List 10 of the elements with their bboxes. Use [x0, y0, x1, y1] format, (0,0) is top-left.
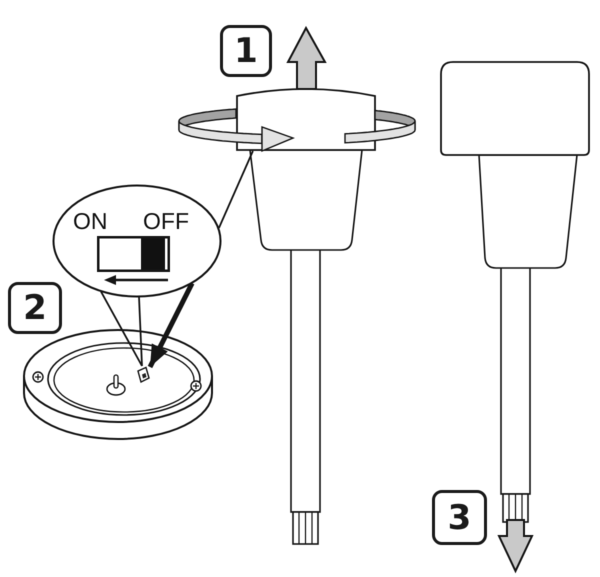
callout-number: 1 — [220, 25, 272, 77]
callout-pointer — [100, 290, 143, 367]
callout-number: 2 — [8, 282, 62, 334]
power-switch — [137, 366, 150, 383]
callout-bubble — [52, 184, 222, 298]
switch-position-label: ON — [73, 210, 108, 233]
switch-position-label: OFF — [143, 210, 189, 233]
arrow — [148, 282, 194, 368]
callout-number: 3 — [432, 490, 487, 545]
leader-line — [218, 150, 254, 228]
